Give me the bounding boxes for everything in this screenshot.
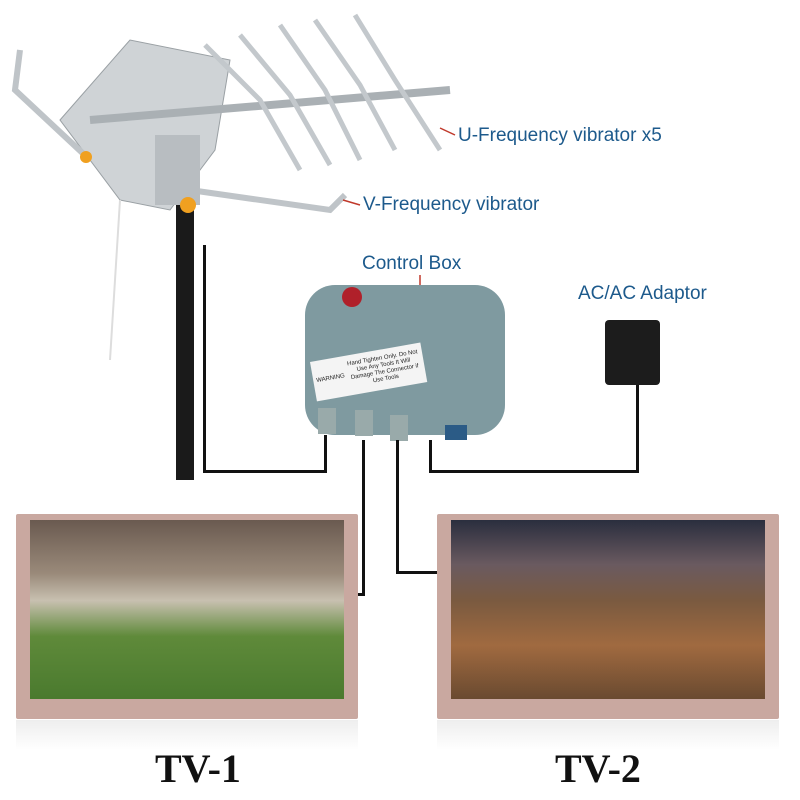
tv-2-label: TV-2 [555, 746, 641, 791]
u-frequency-directors [203, 13, 443, 172]
control-box-label: Control Box [362, 253, 462, 274]
coax-port [318, 408, 336, 434]
coax-port [390, 415, 408, 441]
tv-2-screen [451, 520, 765, 699]
cable-tv2 [396, 440, 399, 573]
cable-antenna [203, 470, 327, 473]
tv-1-label: TV-1 [155, 746, 241, 791]
mast-pole [176, 150, 194, 480]
cable-tv1 [362, 440, 365, 595]
ac-adaptor [605, 320, 660, 385]
u-frequency-label: U-Frequency vibrator x5 [458, 125, 662, 146]
hub [155, 135, 200, 205]
v-frequency-label: V-Frequency vibrator [363, 194, 540, 215]
cable-antenna [203, 245, 206, 473]
cable-tv2 [396, 571, 452, 574]
boom [89, 86, 451, 124]
v-element [11, 49, 348, 214]
tv-2 [437, 514, 779, 719]
tv-1-screen [30, 520, 344, 699]
tv-1 [16, 514, 358, 719]
tv-1-reflection [16, 720, 358, 750]
cable-adaptor [636, 385, 639, 473]
tv-2-reflection [437, 720, 779, 750]
cable-adaptor [429, 470, 639, 473]
adaptor-label: AC/AC Adaptor [578, 283, 707, 304]
reflector [59, 39, 231, 211]
coax-port [355, 410, 373, 436]
antenna-cable [109, 199, 121, 361]
knob-icon [180, 197, 196, 213]
power-port [445, 425, 467, 440]
cable-antenna [324, 435, 327, 473]
power-button-icon [342, 287, 362, 307]
cable-adaptor [429, 440, 432, 473]
warning-sticker-text: Hand Tighten Only. Do Not Use Any Tools … [346, 349, 420, 385]
knob-icon [80, 151, 92, 163]
warning-sticker-title: WARNING [315, 373, 346, 385]
